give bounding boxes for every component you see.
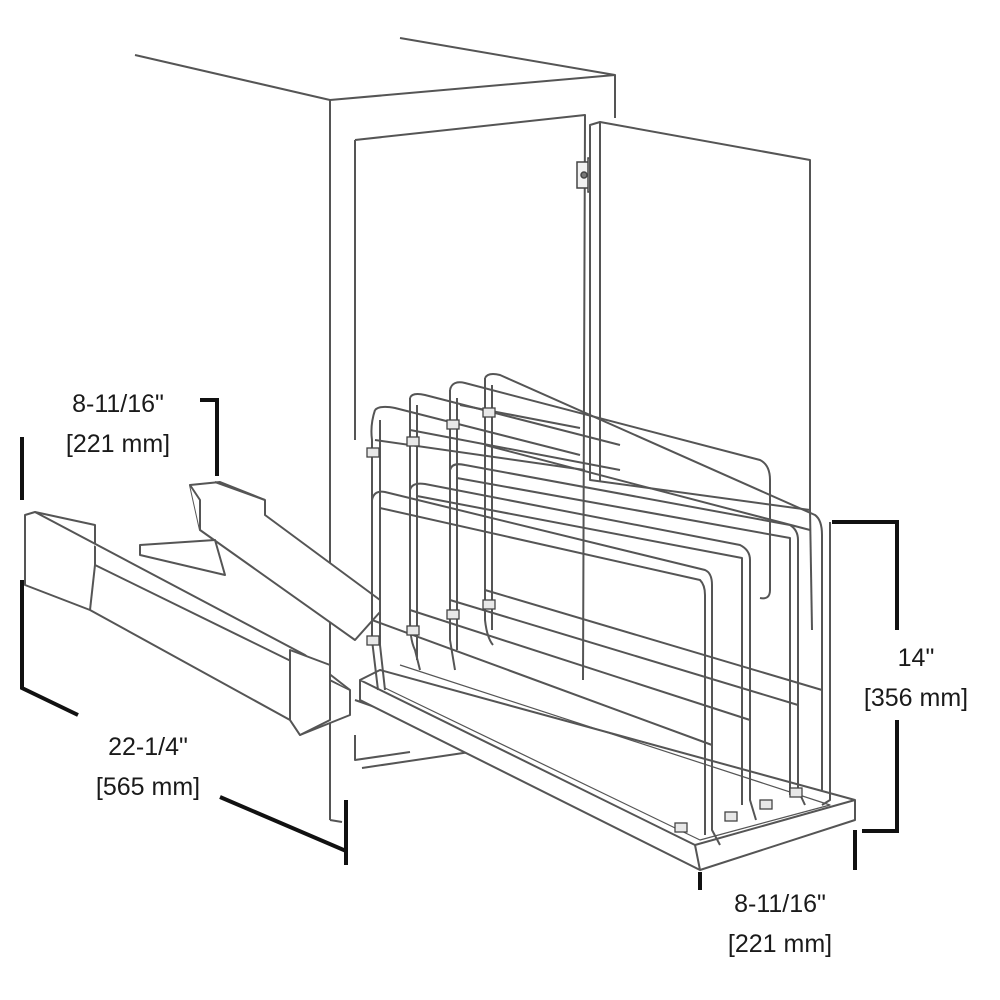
top-width-bracket: [200, 398, 219, 476]
depth-mm: [565 mm]: [96, 773, 200, 801]
divider-clips: [366, 407, 803, 833]
depth-inches: 22-1/4": [108, 733, 188, 761]
divider-1: [370, 405, 721, 846]
height-inches: 14": [898, 644, 935, 672]
divider-2: [409, 393, 757, 821]
bottom-width-mm: [221 mm]: [728, 930, 832, 958]
top-width-inches: 8-11/16": [72, 390, 164, 418]
height-mm: [356 mm]: [864, 684, 968, 712]
top-width-mm: [221 mm]: [66, 430, 170, 458]
depth-bracket-start: [20, 437, 79, 717]
tray-base: [359, 664, 856, 871]
bottom-width-bracket: [698, 830, 857, 890]
cabinet-door: [589, 121, 813, 631]
depth-bracket-end: [219, 795, 348, 865]
dimension-labels: 8-11/16" [221 mm] 22-1/4" [565 mm] 14" […: [66, 390, 968, 958]
height-bracket: [832, 520, 899, 833]
divider-4: [484, 373, 831, 806]
bottom-width-inches: 8-11/16": [734, 890, 826, 918]
dimension-lines: [20, 398, 899, 890]
